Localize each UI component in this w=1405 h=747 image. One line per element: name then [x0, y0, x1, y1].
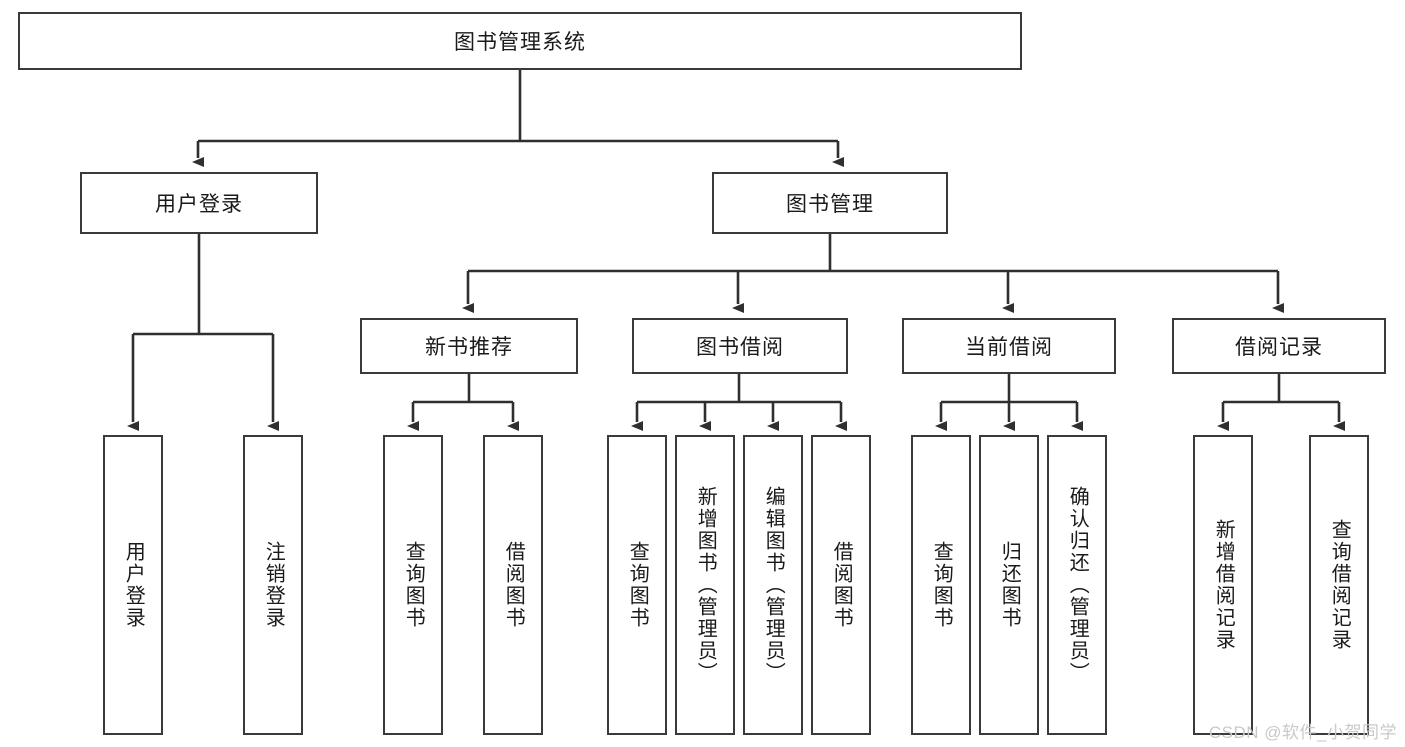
leaf-borrow-book-2[interactable]: 借阅图书	[811, 435, 871, 735]
leaf-return-book[interactable]: 归还图书	[979, 435, 1039, 735]
leaf-query-book-3-label: 查询图书	[930, 541, 953, 629]
leaf-edit-book[interactable]: 编辑图书（管理员）	[743, 435, 803, 735]
leaf-query-book-1-label: 查询图书	[402, 541, 425, 629]
node-user-login[interactable]: 用户登录	[80, 172, 318, 234]
leaf-edit-book-label: 编辑图书（管理员）	[762, 486, 785, 684]
node-root-label: 图书管理系统	[454, 31, 586, 54]
leaf-borrow-book-1[interactable]: 借阅图书	[483, 435, 543, 735]
leaf-borrow-book-2-label: 借阅图书	[830, 541, 853, 629]
leaf-return-book-label: 归还图书	[998, 541, 1021, 629]
node-root[interactable]: 图书管理系统	[18, 12, 1022, 70]
node-user-login-label: 用户登录	[155, 193, 243, 216]
leaf-query-book-2[interactable]: 查询图书	[607, 435, 667, 735]
leaf-query-book-2-label: 查询图书	[626, 541, 649, 629]
leaf-logout-label: 注销登录	[262, 541, 285, 629]
leaf-confirm-return[interactable]: 确认归还（管理员）	[1047, 435, 1107, 735]
node-book-management[interactable]: 图书管理	[712, 172, 948, 234]
leaf-query-book-3[interactable]: 查询图书	[911, 435, 971, 735]
node-current-borrow-label: 当前借阅	[965, 336, 1053, 359]
leaf-add-book-label: 新增图书（管理员）	[694, 486, 717, 684]
leaf-confirm-return-label: 确认归还（管理员）	[1066, 486, 1089, 684]
node-current-borrow[interactable]: 当前借阅	[902, 318, 1116, 374]
leaf-add-record-label: 新增借阅记录	[1212, 519, 1235, 651]
leaf-borrow-book-1-label: 借阅图书	[502, 541, 525, 629]
node-book-borrow-label: 图书借阅	[696, 336, 784, 359]
node-new-book-recommend-label: 新书推荐	[425, 336, 513, 359]
leaf-query-book-1[interactable]: 查询图书	[383, 435, 443, 735]
node-borrow-records[interactable]: 借阅记录	[1172, 318, 1386, 374]
leaf-user-login[interactable]: 用户登录	[103, 435, 163, 735]
node-new-book-recommend[interactable]: 新书推荐	[360, 318, 578, 374]
node-borrow-records-label: 借阅记录	[1235, 336, 1323, 359]
leaf-add-book[interactable]: 新增图书（管理员）	[675, 435, 735, 735]
csdn-watermark: CSDN @软件_小贺同学	[1208, 723, 1397, 742]
leaf-logout[interactable]: 注销登录	[243, 435, 303, 735]
leaf-user-login-label: 用户登录	[122, 541, 145, 629]
leaf-query-record[interactable]: 查询借阅记录	[1309, 435, 1369, 735]
leaf-add-record[interactable]: 新增借阅记录	[1193, 435, 1253, 735]
leaf-query-record-label: 查询借阅记录	[1328, 519, 1351, 651]
node-book-management-label: 图书管理	[786, 193, 874, 216]
node-book-borrow[interactable]: 图书借阅	[632, 318, 848, 374]
